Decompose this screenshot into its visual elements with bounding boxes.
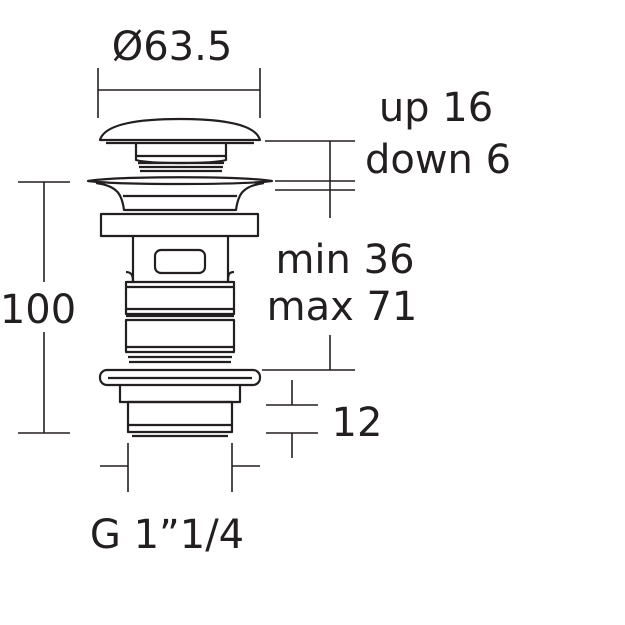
flange-label: 12 (332, 400, 383, 446)
cap-stem (134, 144, 228, 165)
thread-band-1 (124, 280, 236, 316)
stroke-down-label: down 6 (365, 137, 511, 183)
waste-valve-outline (86, 117, 274, 438)
tail-lower (126, 400, 234, 434)
back-nut (98, 368, 262, 387)
body-upper (131, 236, 230, 282)
cap-dome (98, 117, 262, 142)
thread-label: G 1”1/4 (90, 512, 244, 558)
top-flange (86, 176, 274, 186)
thread-band-2 (124, 318, 236, 354)
drain-window (153, 248, 207, 275)
dimension-lines (18, 68, 355, 492)
range-max-label: max 71 (267, 284, 418, 330)
body-neck (125, 270, 235, 283)
range-min-label: min 36 (275, 237, 414, 283)
collar-block (99, 212, 260, 238)
funnel-body (95, 181, 265, 212)
tail-upper (118, 386, 242, 404)
dimension-labels: Ø63.5 up 16 down 6 100 min 36 max 71 12 … (0, 24, 511, 558)
diameter-label: Ø63.5 (112, 24, 233, 70)
height-label: 100 (0, 287, 76, 333)
stroke-up-label: up 16 (379, 85, 493, 131)
